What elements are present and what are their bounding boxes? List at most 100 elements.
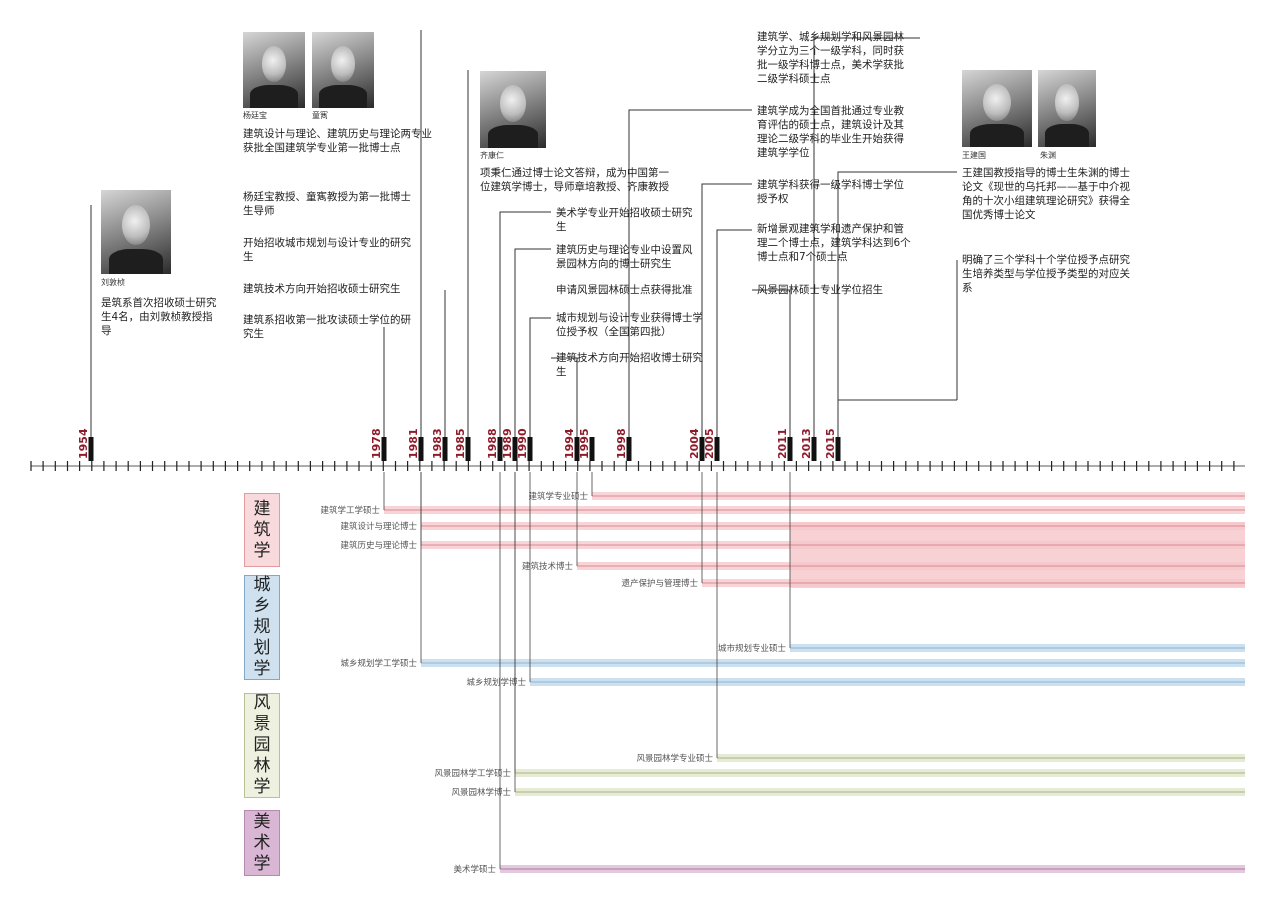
- year-marker: [512, 437, 518, 461]
- portrait-photo-1988: [480, 71, 546, 148]
- event-tech-masters: 建筑技术方向开始招收硕士研究生: [243, 283, 401, 295]
- event-connector: [813, 37, 920, 437]
- discipline-char: 林: [253, 756, 271, 776]
- event-connector: [551, 357, 578, 437]
- portrait-caption-wang: 王建国: [962, 151, 986, 160]
- event-fine-arts-masters: 美术学专业开始招收硕士研究生: [556, 207, 693, 233]
- year-label: 1989: [501, 428, 514, 459]
- event-urban-planning-grad: 开始招收城市规划与设计专业的研究生: [243, 237, 411, 263]
- discipline-char: 学: [253, 659, 271, 679]
- discipline-char: 风: [253, 693, 271, 713]
- year-label: 1995: [578, 428, 591, 459]
- discipline-char: 城: [253, 575, 271, 595]
- portrait-caption-1988: 齐康仁: [480, 151, 504, 160]
- year-marker: [381, 437, 387, 461]
- portrait-photo-1954: [101, 190, 171, 274]
- event-tech-phd: 建筑技术方向开始招收博士研究生: [556, 352, 703, 378]
- discipline-fine-arts: 美 术 学: [244, 810, 280, 876]
- event-first-masters-degree: 建筑系招收第一批攻读硕士学位的研究生: [243, 314, 411, 340]
- year-marker: [787, 437, 793, 461]
- event-degree-types: 明确了三个学科十个学位授予点研究生培养类型与学位授予类型的对应关系: [962, 254, 1130, 294]
- event-connector: [514, 248, 551, 437]
- discipline-urban-planning: 城 乡 规 划 学: [244, 575, 280, 680]
- year-label: 1983: [431, 428, 444, 459]
- discipline-landscape: 风 景 园 林 学: [244, 693, 280, 798]
- programme-label: 建筑历史与理论博士: [340, 540, 417, 551]
- event-accreditation: 建筑学成为全国首批通过专业教育评估的硕士点，建筑设计及其理论二级学科的毕业生开始…: [757, 105, 904, 159]
- programme-label: 风景园林学专业硕士: [636, 753, 713, 764]
- year-label: 1998: [615, 428, 628, 459]
- discipline-char: 划: [253, 638, 271, 658]
- event-landscape-masters-approved: 申请风景园林硕士点获得批准: [556, 284, 693, 296]
- year-marker: [497, 437, 503, 461]
- year-label: 1988: [486, 428, 499, 459]
- event-1978-first-masters: 是筑系首次招收硕士研究生4名，由刘敦桢教授指导: [101, 297, 217, 337]
- event-connector: [499, 211, 551, 437]
- event-connector: [628, 109, 752, 437]
- year-label: 1985: [454, 428, 467, 459]
- year-label: 2015: [824, 428, 837, 459]
- portrait-caption-tong: 童寯: [312, 111, 328, 120]
- programme-label: 美术学硕士: [453, 864, 496, 875]
- programme-label: 遗产保护与管理博士: [621, 578, 698, 589]
- portrait-caption-1954: 刘敦桢: [101, 278, 125, 287]
- year-marker: [699, 437, 705, 461]
- event-2015-excellent-thesis: 王建国教授指导的博士生朱渊的博士论文《现世的乌托邦——基于中介视角的十次小组建筑…: [962, 167, 1130, 221]
- year-label: 1994: [563, 428, 576, 459]
- year-label: 1954: [77, 428, 90, 459]
- event-1981-first-supervisors: 杨廷宝教授、童寯教授为第一批博士生导师: [243, 191, 411, 217]
- year-marker: [527, 437, 533, 461]
- discipline-char: 园: [253, 735, 271, 755]
- event-2011-three-disciplines: 建筑学、城乡规划学和风景园林学分立为三个一级学科，同时获批一级学科博士点，美术学…: [757, 31, 904, 85]
- programme-label: 城乡规划学工学硕士: [340, 658, 417, 669]
- architecture-band: [790, 522, 1245, 588]
- discipline-char: 美: [253, 811, 271, 832]
- year-marker: [465, 437, 471, 461]
- year-label: 1978: [370, 428, 383, 459]
- year-marker: [835, 437, 841, 461]
- year-marker: [574, 437, 580, 461]
- discipline-char: 筑: [253, 519, 271, 540]
- year-label: 2013: [800, 428, 813, 459]
- discipline-char: 景: [253, 714, 271, 734]
- event-landscape-professional: 风景园林硕士专业学位招生: [757, 284, 883, 296]
- year-label: 1990: [516, 428, 529, 459]
- discipline-architecture: 建 筑 学: [244, 493, 280, 567]
- year-marker: [589, 437, 595, 461]
- year-marker: [714, 437, 720, 461]
- programme-label: 建筑学专业硕士: [528, 491, 588, 502]
- programme-label: 风景园林学博士: [451, 787, 511, 798]
- programme-label: 建筑学工学硕士: [320, 505, 380, 516]
- programme-label: 建筑技术博士: [522, 561, 574, 572]
- event-connector: [752, 289, 791, 437]
- year-marker: [88, 437, 94, 461]
- discipline-char: 学: [253, 540, 271, 561]
- year-label: 2005: [703, 428, 716, 459]
- portrait-photo-wang: [962, 70, 1032, 147]
- year-marker: [626, 437, 632, 461]
- discipline-char: 规: [253, 617, 271, 637]
- event-connector: [716, 229, 752, 437]
- event-1981-first-phd-points: 建筑设计与理论、建筑历史与理论两专业获批全国建筑学专业第一批博士点: [243, 128, 432, 154]
- programme-label: 城乡规划学博士: [466, 677, 526, 688]
- event-urban-phd-authority: 城市规划与设计专业获得博士学位授予权（全国第四批）: [556, 312, 703, 338]
- year-label: 1981: [407, 428, 420, 459]
- programme-label: 风景园林学工学硕士: [434, 768, 511, 779]
- programme-label: 城市规划专业硕士: [718, 643, 787, 654]
- event-connector: [701, 183, 752, 437]
- year-marker: [811, 437, 817, 461]
- event-landscape-phd-direction: 建筑历史与理论专业中设置风景园林方向的博士研究生: [556, 244, 693, 270]
- year-marker: [418, 437, 424, 461]
- portrait-caption-yang: 杨廷宝: [243, 111, 267, 120]
- portrait-caption-zhu: 朱渊: [1040, 151, 1056, 160]
- year-label: 2004: [688, 428, 701, 459]
- discipline-char: 建: [253, 498, 271, 519]
- discipline-char: 学: [253, 777, 271, 797]
- event-connector: [529, 317, 551, 437]
- event-connector: [837, 171, 957, 437]
- year-marker: [442, 437, 448, 461]
- portrait-photo-zhu: [1038, 70, 1096, 147]
- programme-label: 建筑设计与理论博士: [340, 521, 417, 532]
